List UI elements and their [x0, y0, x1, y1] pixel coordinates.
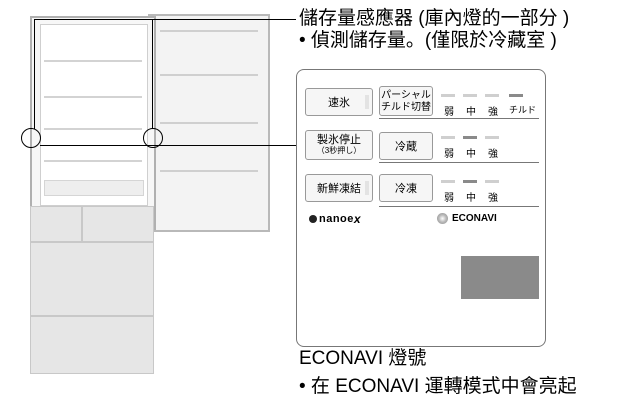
- econavi-lamp-icon: [437, 213, 448, 224]
- door-pocket: [160, 74, 258, 76]
- freeze-mid-indicator: [463, 180, 477, 183]
- refrigerate-mid-indicator: [463, 136, 477, 139]
- nanoe-text: nanoe: [319, 213, 354, 225]
- mid-indicator: [463, 94, 477, 97]
- fridge-shelf: [44, 96, 142, 98]
- quick-ice-label: 速氷: [328, 97, 350, 109]
- econavi-text: ECONAVI: [452, 213, 497, 224]
- drawer-vegetable: [30, 242, 154, 316]
- fridge-tray: [44, 180, 144, 196]
- fridge-shelf: [44, 60, 142, 62]
- partial-chilled-button[interactable]: パーシャル チルド切替: [379, 86, 433, 116]
- econavi-note: • 在 ECONAVI 運轉模式中會亮起: [299, 376, 577, 397]
- strong-label: 強: [488, 149, 498, 160]
- freeze-button[interactable]: 冷凍: [379, 174, 433, 202]
- fresh-freeze-button[interactable]: 新鮮凍結: [305, 174, 373, 202]
- row-divider: [379, 162, 539, 163]
- sensor-right-marker: [143, 128, 163, 148]
- freeze-strong-indicator: [485, 180, 499, 183]
- freeze-label: 冷凍: [395, 183, 417, 195]
- chilled-indicator: [509, 94, 523, 97]
- partial-label: パーシャル: [381, 90, 431, 101]
- row-divider: [379, 206, 539, 207]
- fridge-shelf: [44, 128, 142, 130]
- drawer-freezer: [30, 316, 154, 374]
- row-divider: [379, 118, 539, 119]
- door-pocket: [160, 30, 258, 32]
- refrigerate-weak-indicator: [441, 136, 455, 139]
- fresh-freeze-indicator: [365, 181, 369, 195]
- refrigerate-label: 冷蔵: [395, 141, 417, 153]
- nanoe-x-mark: x: [353, 212, 361, 226]
- sensor-left-marker: [21, 128, 41, 148]
- strong-label: 強: [488, 107, 498, 118]
- control-panel: 速氷 パーシャル チルド切替 弱 中 強 チルド 製氷停止 （3秒押し） 冷蔵 …: [296, 69, 546, 347]
- drawer-right: [82, 206, 154, 242]
- mid-label: 中: [466, 149, 476, 160]
- drawer-left: [30, 206, 82, 242]
- strong-indicator: [485, 94, 499, 97]
- leader-line: [152, 19, 153, 129]
- ice-stop-hold-label: （3秒押し）: [316, 146, 362, 155]
- refrigerate-button[interactable]: 冷蔵: [379, 132, 433, 160]
- econavi-logo: ECONAVI: [437, 213, 497, 224]
- weak-indicator: [441, 94, 455, 97]
- chilled-switch-label: チルド切替: [381, 102, 431, 113]
- mid-label: 中: [466, 193, 476, 204]
- weak-label: 弱: [444, 149, 454, 160]
- leader-line: [34, 19, 296, 20]
- sensor-description: • 偵測儲存量。(僅限於冷藏室 ): [299, 30, 557, 51]
- leader-line: [34, 19, 35, 129]
- mid-label: 中: [466, 107, 476, 118]
- ice-stop-label: 製氷停止: [317, 134, 361, 146]
- chilled-label: チルド: [509, 105, 537, 115]
- freeze-weak-indicator: [441, 180, 455, 183]
- display-window: [461, 256, 539, 299]
- leader-line: [40, 145, 298, 146]
- ice-stop-button[interactable]: 製氷停止 （3秒押し）: [305, 130, 373, 160]
- weak-label: 弱: [444, 193, 454, 204]
- econavi-caption: ECONAVI 燈號: [299, 348, 427, 369]
- fridge-interior: [40, 24, 148, 206]
- fresh-freeze-label: 新鮮凍結: [317, 183, 361, 195]
- nanoe-dot-icon: [309, 215, 317, 223]
- strong-label: 強: [488, 193, 498, 204]
- quick-ice-indicator: [365, 95, 369, 109]
- sensor-title: 儲存量感應器 (庫內燈的一部分 ): [299, 8, 570, 29]
- quick-ice-button[interactable]: 速氷: [305, 88, 373, 116]
- fridge-shelf: [44, 160, 142, 162]
- weak-label: 弱: [444, 107, 454, 118]
- door-pocket: [160, 122, 258, 124]
- nanoe-logo: nanoe x: [309, 212, 361, 226]
- door-pocket: [160, 170, 258, 172]
- refrigerate-strong-indicator: [485, 136, 499, 139]
